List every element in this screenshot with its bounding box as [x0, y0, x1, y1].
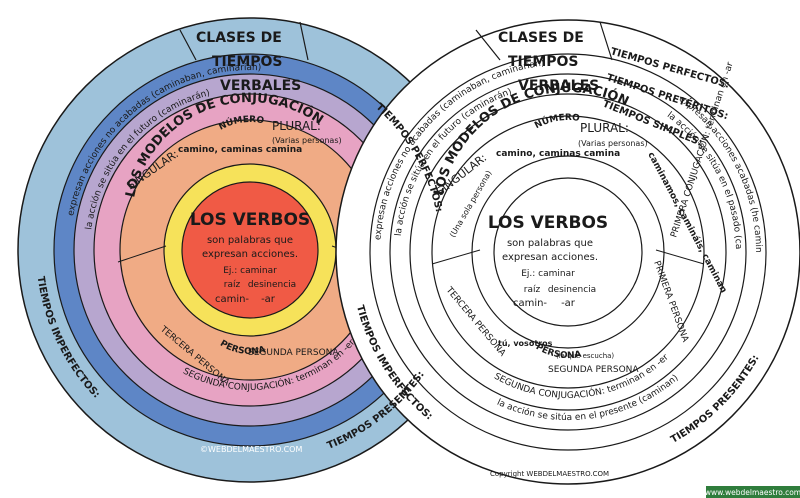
right-tiempos-label: TIEMPOS: [508, 54, 579, 70]
left-singular-examples: camino, caminas camina: [178, 145, 302, 155]
right-clases-label: CLASES DE: [498, 30, 584, 46]
right-segunda-pronouns: tú, vosotros: [498, 339, 553, 348]
left-copyright: ©WEBDELMAESTRO.COM: [200, 445, 302, 454]
right-verbales-label: VERBALES: [518, 78, 599, 94]
right-center-root: camin-: [513, 298, 547, 309]
left-center-line2: expresan acciones.: [202, 249, 298, 260]
right-plural-label: PLURAL:: [580, 121, 629, 135]
right-center-desinencia: desinencia: [548, 285, 596, 295]
left-center-line1: son palabras que: [207, 235, 293, 246]
left-center-desinencia: desinencia: [248, 280, 296, 290]
left-plural-note: (Varias personas): [272, 136, 342, 145]
left-plural-label: PLURAL:: [272, 119, 321, 133]
right-center-raiz: raíz: [524, 285, 541, 295]
left-clases-label: CLASES DE: [196, 30, 282, 46]
white-ring-4: [409, 93, 727, 411]
left-tiempos-label: TIEMPOS: [212, 54, 283, 70]
left-segunda-persona: SEGUNDA PERSONA: [248, 348, 339, 358]
right-center-title: LOS VERBOS: [488, 213, 608, 233]
left-center-root: camin-: [215, 294, 249, 305]
right-center-example: Ej.: caminar: [521, 269, 575, 279]
ring-center-red: [181, 181, 319, 319]
right-center-line1: son palabras que: [507, 238, 593, 249]
left-center-title: LOS VERBOS: [190, 210, 310, 230]
white-ring-outer: [335, 19, 800, 485]
white-ring-3: [389, 73, 747, 431]
watermark-text: www.webdelmaestro.com: [705, 488, 800, 497]
white-ring-5: [431, 115, 705, 389]
right-segunda-note: (la que escucha): [556, 352, 614, 360]
right-center-line2: expresan acciones.: [502, 252, 598, 263]
right-copyright: Copyright WEBDELMAESTRO.COM: [490, 470, 609, 478]
left-center-raiz: raíz: [224, 280, 241, 290]
white-ring-2: [369, 53, 767, 451]
left-center-ending: -ar: [261, 294, 276, 305]
left-verbales-label: VERBALES: [220, 78, 301, 94]
right-singular-examples: camino, caminas camina: [496, 149, 620, 159]
right-white-disc: [335, 19, 800, 485]
right-segunda-persona: SEGUNDA PERSONA: [548, 365, 639, 375]
right-plural-note: (Varias personas): [578, 139, 648, 148]
left-center-example: Ej.: caminar: [223, 266, 277, 276]
right-center-ending: -ar: [561, 298, 576, 309]
watermark-badge: [706, 486, 800, 498]
left-colored-disc: [17, 17, 483, 483]
white-ring-7: [493, 177, 643, 327]
